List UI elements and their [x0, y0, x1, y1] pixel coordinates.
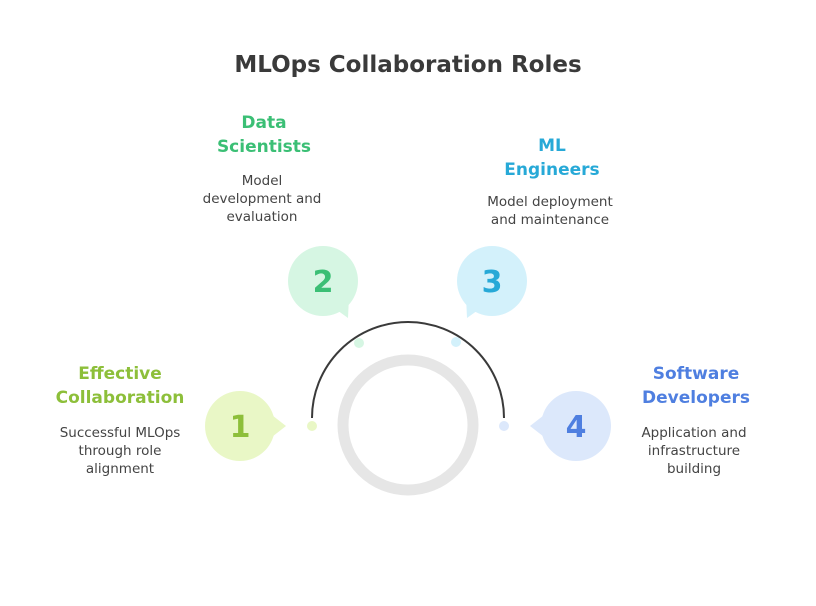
role-desc-2-line-3: evaluation — [226, 209, 298, 225]
role-desc-3: Model deployment and maintenance — [460, 193, 640, 229]
role-desc-4: Application and infrastructure building — [604, 424, 784, 478]
role-title-3-line-2: Engineers — [504, 160, 600, 180]
role-title-4-line-1: Software — [652, 364, 740, 384]
role-title-2-line-2: Scientists — [216, 137, 312, 157]
connector-dot-4 — [499, 421, 509, 431]
role-title-1: Effective Collaboration — [30, 362, 210, 410]
role-title-4-line-2: Developers — [642, 388, 750, 408]
role-number-1: 1 — [230, 410, 251, 445]
role-number-2: 2 — [313, 265, 334, 300]
role-title-3-line-1: ML — [538, 136, 566, 156]
role-number-4: 4 — [566, 410, 587, 445]
role-desc-4-line-1: Application and — [641, 425, 747, 441]
role-title-1-line-2: Collaboration — [55, 388, 185, 408]
role-desc-2-line-2: development and — [202, 191, 322, 207]
role-bubble-4: 4 — [530, 391, 611, 461]
role-title-2-line-1: Data — [241, 113, 287, 133]
role-bubble-3: 3 — [457, 246, 527, 318]
role-desc-4-line-2: infrastructure — [647, 443, 741, 459]
role-desc-3-line-2: and maintenance — [490, 212, 610, 228]
role-bubble-2: 2 — [288, 246, 358, 318]
role-title-2: Data Scientists — [174, 111, 354, 159]
connector-dot-1 — [307, 421, 317, 431]
connector-dot-3 — [451, 337, 461, 347]
connector-dot-2 — [354, 338, 364, 348]
role-number-3: 3 — [482, 265, 503, 300]
role-desc-4-line-3: building — [666, 461, 722, 477]
outer-arc — [311, 321, 505, 419]
role-title-3: ML Engineers — [462, 134, 642, 182]
role-title-4: Software Developers — [606, 362, 786, 410]
role-title-1-line-1: Effective — [78, 364, 162, 384]
role-desc-1-line-2: through role — [78, 443, 162, 459]
role-desc-3-line-1: Model deployment — [487, 194, 613, 210]
role-bubble-1: 1 — [205, 391, 286, 461]
role-desc-2-line-1: Model — [241, 173, 283, 189]
role-desc-1-line-1: Successful MLOps — [59, 425, 181, 441]
role-desc-1: Successful MLOps through role alignment — [30, 424, 210, 478]
role-desc-1-line-3: alignment — [85, 461, 155, 477]
role-desc-2: Model development and evaluation — [172, 172, 352, 226]
diagram-title: MLOps Collaboration Roles — [234, 52, 582, 78]
center-ring — [337, 354, 479, 496]
